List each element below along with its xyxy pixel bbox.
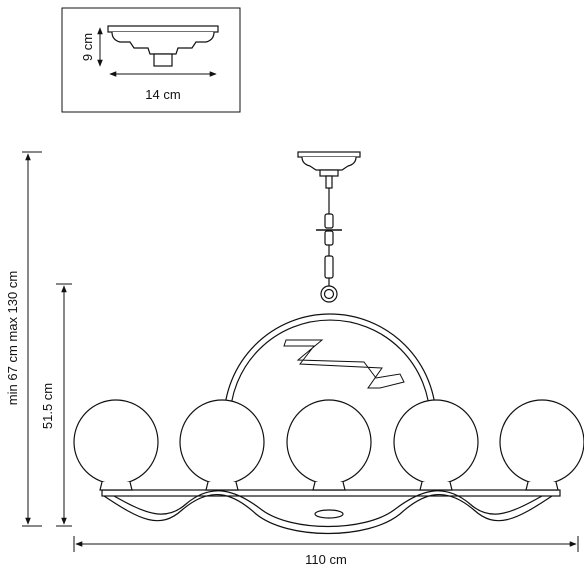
suspension-rod <box>316 175 342 303</box>
ceiling-canopy <box>297 151 361 177</box>
width-dimension: 110 cm <box>73 536 579 567</box>
globe-shade-1 <box>73 399 159 491</box>
body-height-label: 51.5 cm <box>40 383 55 429</box>
width-label: 110 cm <box>305 552 347 567</box>
inset-frame <box>61 7 241 113</box>
inset-width-label: 14 cm <box>145 87 180 102</box>
overall-height-label: min 67 cm max 130 cm <box>5 271 20 405</box>
overall-height-dimension: min 67 cm max 130 cm <box>5 151 42 527</box>
globe-shade-3 <box>286 399 372 491</box>
inset-height-label: 9 cm <box>80 33 95 61</box>
chandelier <box>73 151 584 534</box>
decorative-ring <box>223 313 437 421</box>
zigzag-ornament <box>283 339 405 389</box>
inset-canopy-icon <box>107 25 219 67</box>
globe-shade-5 <box>499 399 584 491</box>
globe-shade-4 <box>393 399 479 491</box>
globe-shade-2 <box>179 399 265 491</box>
body-height-dimension: 51.5 cm <box>40 283 72 527</box>
wavy-base-frame <box>101 489 561 534</box>
inset-canopy-detail: 9 cm 14 cm <box>61 7 241 113</box>
